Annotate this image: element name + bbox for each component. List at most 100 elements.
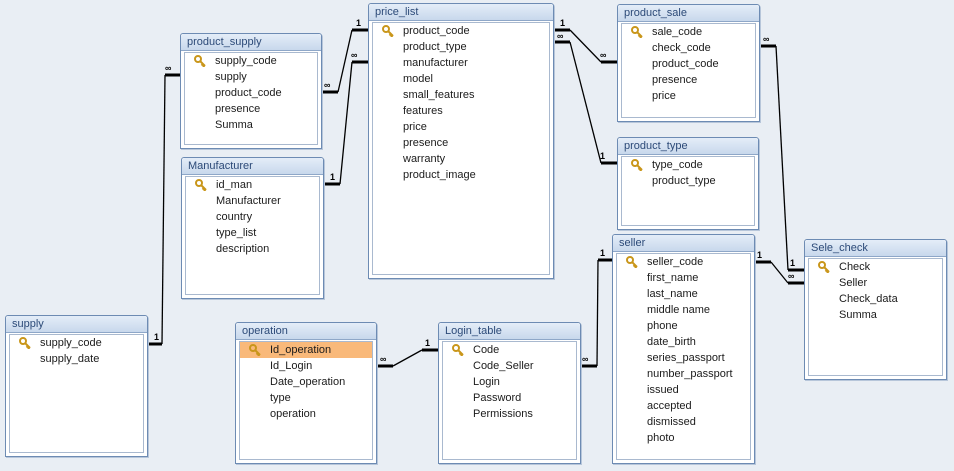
relationship-line[interactable] — [392, 349, 423, 367]
field-row[interactable]: Check — [809, 259, 942, 275]
field-row[interactable]: features — [373, 103, 549, 119]
field-row[interactable]: seller_code — [617, 254, 750, 270]
field-row[interactable]: warranty — [373, 151, 549, 167]
field-row[interactable]: check_code — [622, 40, 755, 56]
field-row[interactable]: Id_Login — [240, 358, 372, 374]
field-row[interactable]: phone — [617, 318, 750, 334]
field-row[interactable]: Password — [443, 390, 576, 406]
field-row[interactable]: Manufacturer — [186, 193, 319, 209]
table-title[interactable]: seller — [613, 235, 754, 252]
field-name: country — [216, 211, 253, 223]
field-row[interactable]: first_name — [617, 270, 750, 286]
field-row[interactable]: price — [622, 88, 755, 104]
field-list[interactable]: type_code product_type — [621, 156, 755, 226]
field-row[interactable]: price — [373, 119, 549, 135]
table-title[interactable]: Sele_check — [805, 240, 946, 257]
field-row[interactable]: issued — [617, 382, 750, 398]
field-row[interactable]: Date_operation — [240, 374, 372, 390]
field-row[interactable]: small_features — [373, 87, 549, 103]
field-name: type_code — [652, 159, 703, 171]
table-title[interactable]: product_type — [618, 138, 758, 155]
relationship-line[interactable] — [770, 261, 789, 284]
field-row[interactable]: Seller — [809, 275, 942, 291]
field-row[interactable]: supply — [185, 69, 317, 85]
table-title[interactable]: product_sale — [618, 5, 759, 22]
field-row[interactable]: Code — [443, 342, 576, 358]
primary-key-icon — [631, 159, 643, 172]
field-row[interactable]: presence — [373, 135, 549, 151]
cardinality-many: ∞ — [600, 50, 607, 60]
field-row[interactable]: type — [240, 390, 372, 406]
field-row[interactable]: middle name — [617, 302, 750, 318]
field-row[interactable]: Check_data — [809, 291, 942, 307]
relationship-line[interactable] — [596, 259, 599, 367]
field-row[interactable]: accepted — [617, 398, 750, 414]
field-row[interactable]: Permissions — [443, 406, 576, 422]
table-product_type[interactable]: product_type type_code product_type — [617, 137, 759, 230]
field-row[interactable]: Code_Seller — [443, 358, 576, 374]
relationship-line[interactable] — [339, 61, 353, 185]
field-row[interactable]: series_passport — [617, 350, 750, 366]
field-row[interactable]: presence — [622, 72, 755, 88]
field-row[interactable]: type_list — [186, 225, 319, 241]
field-row[interactable]: product_code — [622, 56, 755, 72]
field-row[interactable]: dismissed — [617, 414, 750, 430]
field-name: sale_code — [652, 26, 703, 38]
field-row[interactable]: product_code — [373, 23, 549, 39]
table-title[interactable]: price_list — [369, 4, 553, 21]
field-row[interactable]: date_birth — [617, 334, 750, 350]
relationship-line[interactable] — [161, 74, 166, 345]
field-row[interactable]: model — [373, 71, 549, 87]
field-row[interactable]: product_code — [185, 85, 317, 101]
field-row[interactable]: photo — [617, 430, 750, 446]
field-row[interactable]: Login — [443, 374, 576, 390]
relationship-line[interactable] — [337, 29, 353, 93]
field-row[interactable]: supply_code — [185, 53, 317, 69]
field-row[interactable]: number_passport — [617, 366, 750, 382]
relationship-line[interactable] — [569, 29, 602, 63]
table-title[interactable]: Manufacturer — [182, 158, 323, 175]
field-row[interactable]: operation — [240, 406, 372, 422]
field-row[interactable]: Summa — [185, 117, 317, 133]
field-row[interactable]: last_name — [617, 286, 750, 302]
field-row[interactable]: type_code — [622, 157, 754, 173]
table-title[interactable]: operation — [236, 323, 376, 340]
field-row[interactable]: supply_date — [10, 351, 143, 367]
relationship-line[interactable] — [775, 45, 789, 271]
table-title[interactable]: supply — [6, 316, 147, 333]
field-row[interactable]: presence — [185, 101, 317, 117]
field-row[interactable]: product_image — [373, 167, 549, 183]
field-row[interactable]: id_man — [186, 177, 319, 193]
field-row[interactable]: description — [186, 241, 319, 257]
field-row[interactable]: country — [186, 209, 319, 225]
field-row[interactable]: product_type — [622, 173, 754, 189]
table-title[interactable]: product_supply — [181, 34, 321, 51]
field-row[interactable]: Id_operation — [240, 342, 372, 358]
relationship-line[interactable] — [569, 41, 602, 164]
field-row[interactable]: sale_code — [622, 24, 755, 40]
field-row[interactable]: product_type — [373, 39, 549, 55]
table-title[interactable]: Login_table — [439, 323, 580, 340]
field-row[interactable]: manufacturer — [373, 55, 549, 71]
field-row[interactable]: supply_code — [10, 335, 143, 351]
field-row[interactable]: Summa — [809, 307, 942, 323]
